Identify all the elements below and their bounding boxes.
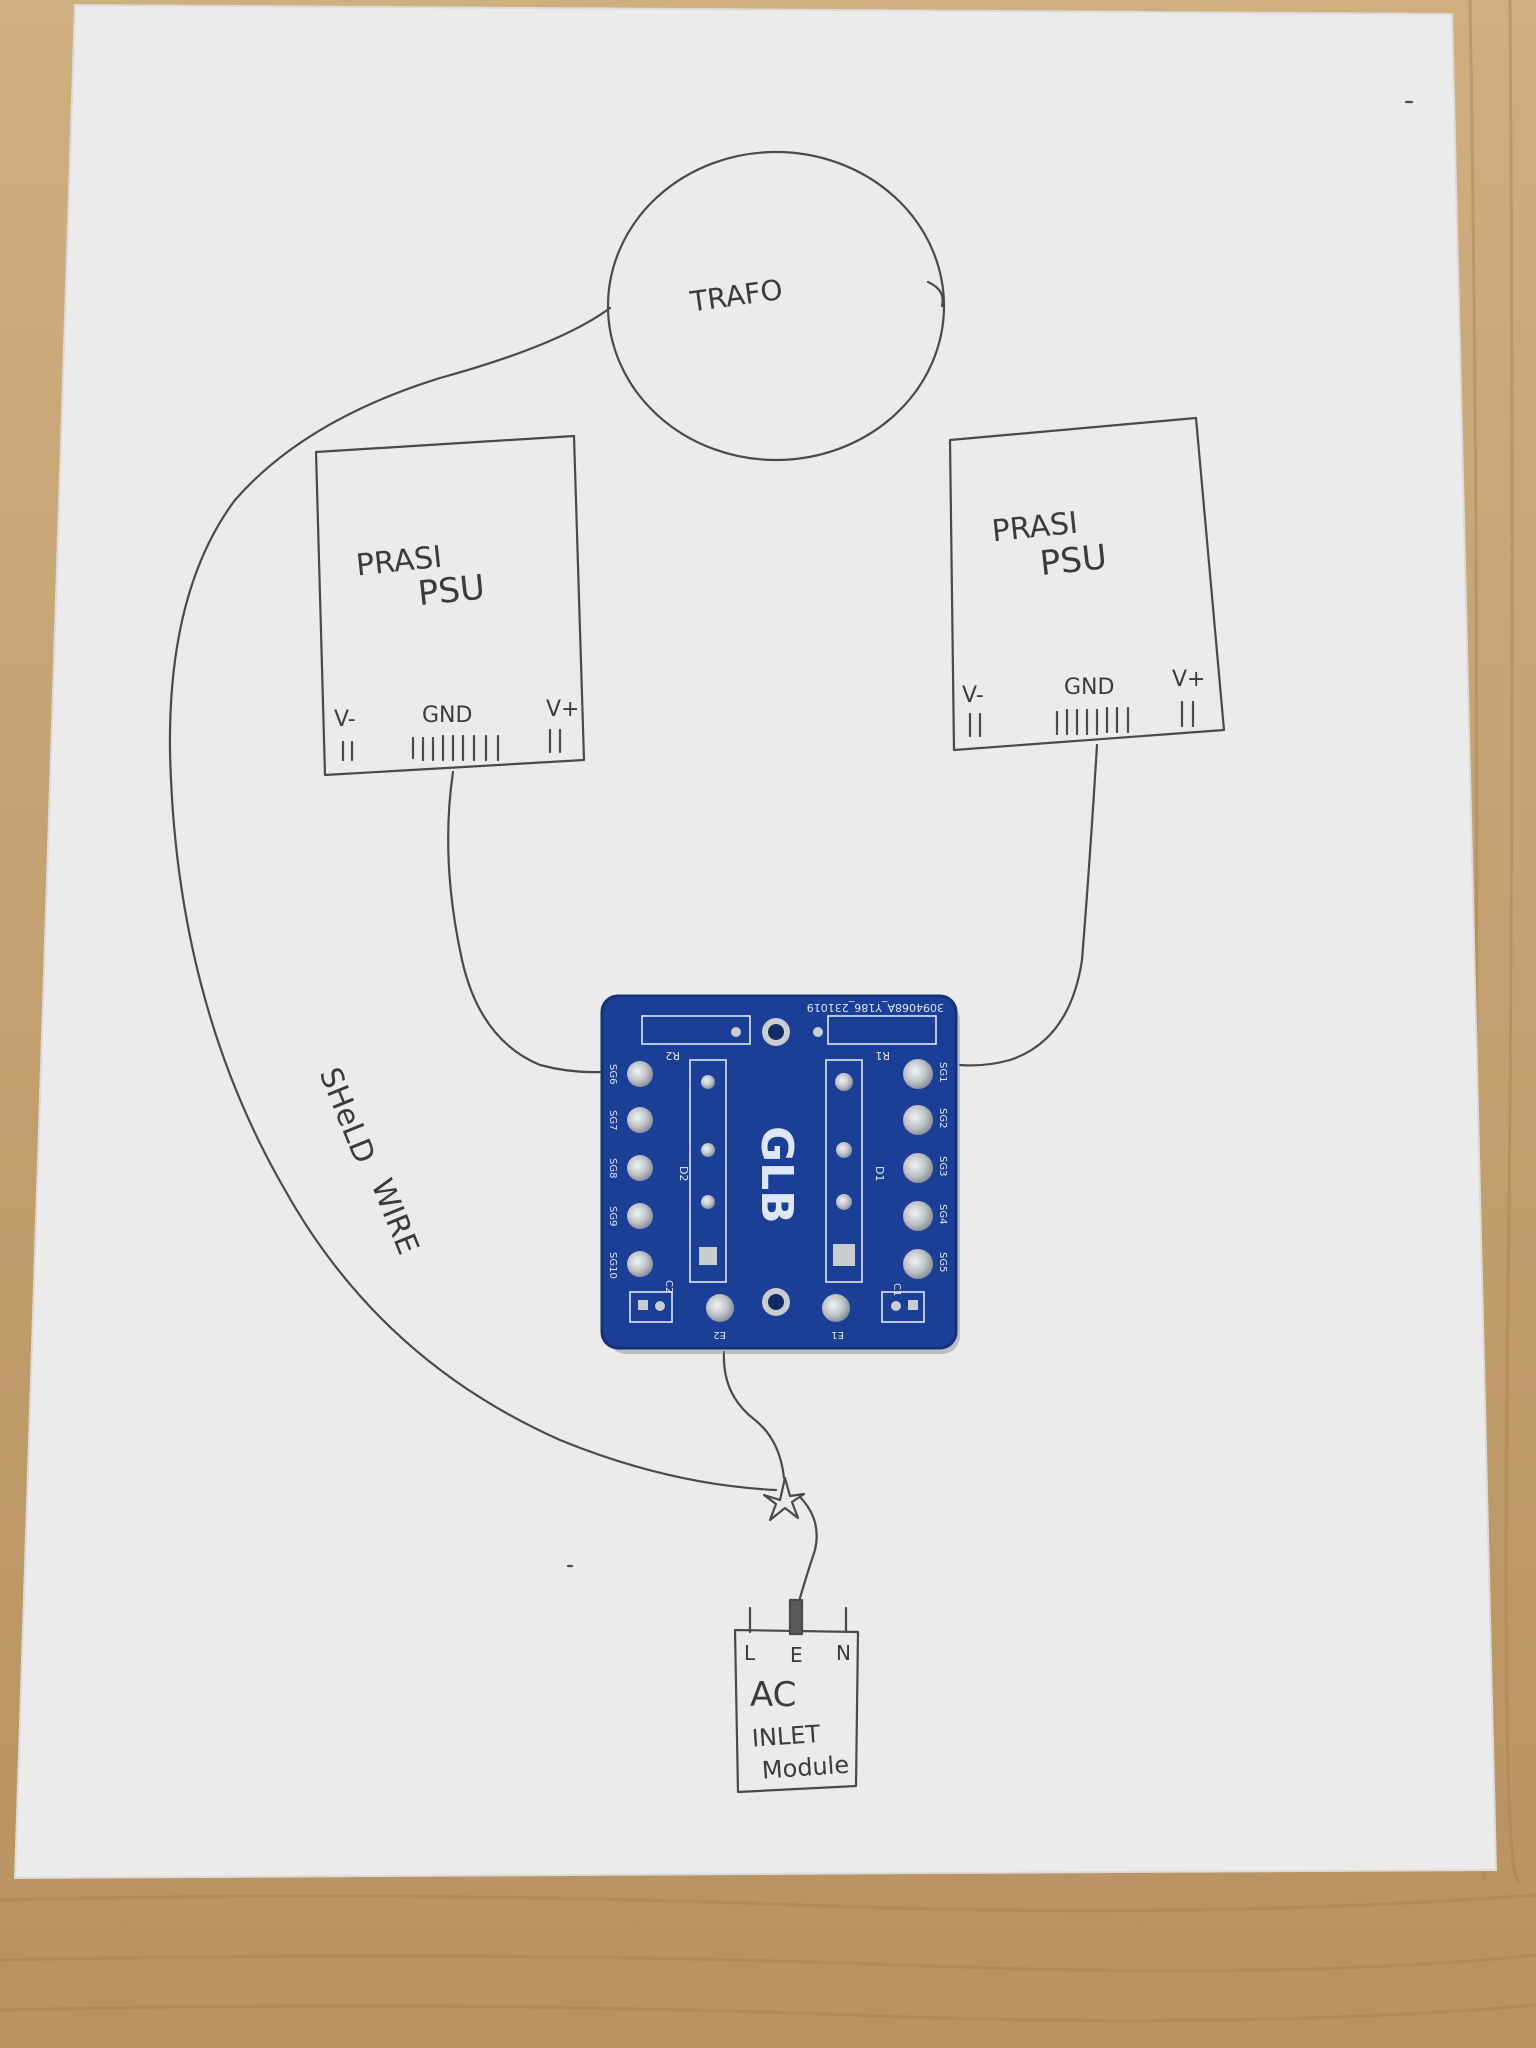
shield-wire — [168, 306, 778, 1492]
sg-left-label-4: SG9 — [607, 1206, 618, 1226]
r1-label: R1 — [875, 1049, 890, 1062]
c2-pad-round — [655, 1301, 665, 1311]
psu-right-label-2: PSU — [1038, 537, 1109, 584]
sg-right-label-1: SG1 — [937, 1062, 948, 1082]
transformer-circle — [606, 150, 946, 462]
pcb-board-rim — [600, 994, 958, 1350]
star-ground-point — [762, 1476, 806, 1522]
r1-outline — [827, 1015, 937, 1045]
d2-pads — [701, 1075, 715, 1209]
via-right — [813, 1027, 823, 1037]
sg-left-label-1: SG6 — [607, 1064, 618, 1084]
psu-left-vplus: V+ — [546, 697, 579, 722]
c2-pad-square — [638, 1300, 648, 1310]
d2-label: D2 — [677, 1166, 690, 1181]
c1-label: C1 — [891, 1283, 902, 1296]
ac-pin-l-label: L — [744, 1641, 756, 1665]
pcb-serial: 3094068A_Y186_231019 — [807, 1001, 944, 1014]
sg-left-label-2: SG7 — [607, 1110, 618, 1130]
psu-right-gnd: GND — [1064, 675, 1114, 700]
d2-outline — [689, 1059, 727, 1283]
psu-right-vminus: V- — [962, 683, 984, 708]
d1-label: D1 — [873, 1166, 886, 1181]
sg-left-pads — [627, 1061, 653, 1277]
pcb-title: GLB — [751, 1126, 802, 1224]
d1-outline — [825, 1059, 863, 1283]
sg-left-label-5: SG10 — [607, 1252, 618, 1279]
r2-outline — [641, 1015, 751, 1045]
ac-label-2: INLET — [751, 1720, 821, 1753]
c1-pad-round — [891, 1301, 901, 1311]
psu-left-box — [314, 434, 586, 777]
psu-right-vplus: V+ — [1172, 667, 1205, 692]
ac-label-3: Module — [761, 1751, 850, 1785]
ac-pin-n-label: N — [836, 1641, 851, 1665]
ac-inlet-box — [733, 1628, 860, 1794]
board-ground-wire — [722, 1350, 786, 1480]
psu-right-terminals — [968, 700, 1195, 738]
psu-left-gnd: GND — [422, 703, 472, 728]
d1-square-pad — [833, 1244, 855, 1266]
d1-pads — [835, 1073, 853, 1210]
via-left — [731, 1027, 741, 1037]
c1-pad-square — [908, 1300, 918, 1310]
psu-right-box — [948, 416, 1226, 752]
e1-label: E1 — [831, 1329, 844, 1340]
e2-label: E2 — [713, 1329, 726, 1340]
sg-right-label-3: SG3 — [937, 1156, 948, 1176]
pencil-drawing — [168, 100, 1414, 1794]
sg-right-label-2: SG2 — [937, 1108, 948, 1128]
c2-label: C2 — [663, 1280, 674, 1293]
paper-sheet — [13, 3, 1498, 1880]
left-gnd-wire — [447, 770, 602, 1074]
sg-left-label-3: SG8 — [607, 1158, 618, 1178]
sg-right-label-5: SG5 — [937, 1252, 948, 1272]
sg-right-pads — [903, 1059, 933, 1279]
mounting-hole-bottom — [762, 1288, 790, 1316]
ac-pin-e-label: E — [790, 1643, 803, 1667]
psu-left-label-2: PSU — [416, 567, 487, 614]
glb-pcb: 3094068A_Y186_231019 R2 R1 D2 D1 GLB — [600, 994, 960, 1354]
ac-pin-e — [788, 1598, 804, 1636]
d2-square-pad — [699, 1247, 717, 1265]
transformer-lead-right — [926, 280, 944, 308]
c2-outline — [629, 1291, 673, 1323]
ac-label-1: AC — [750, 1675, 796, 1715]
right-gnd-wire — [958, 743, 1099, 1067]
psu-left-terminals — [341, 728, 562, 762]
psu-left-vminus: V- — [334, 707, 356, 732]
e2-pad — [706, 1294, 734, 1322]
mounting-hole-top — [762, 1018, 790, 1046]
sg-right-label-4: SG4 — [937, 1204, 948, 1224]
r2-label: R2 — [665, 1049, 680, 1062]
c1-outline — [881, 1291, 925, 1323]
e1-pad — [822, 1294, 850, 1322]
ac-earth-wire — [796, 1495, 818, 1607]
